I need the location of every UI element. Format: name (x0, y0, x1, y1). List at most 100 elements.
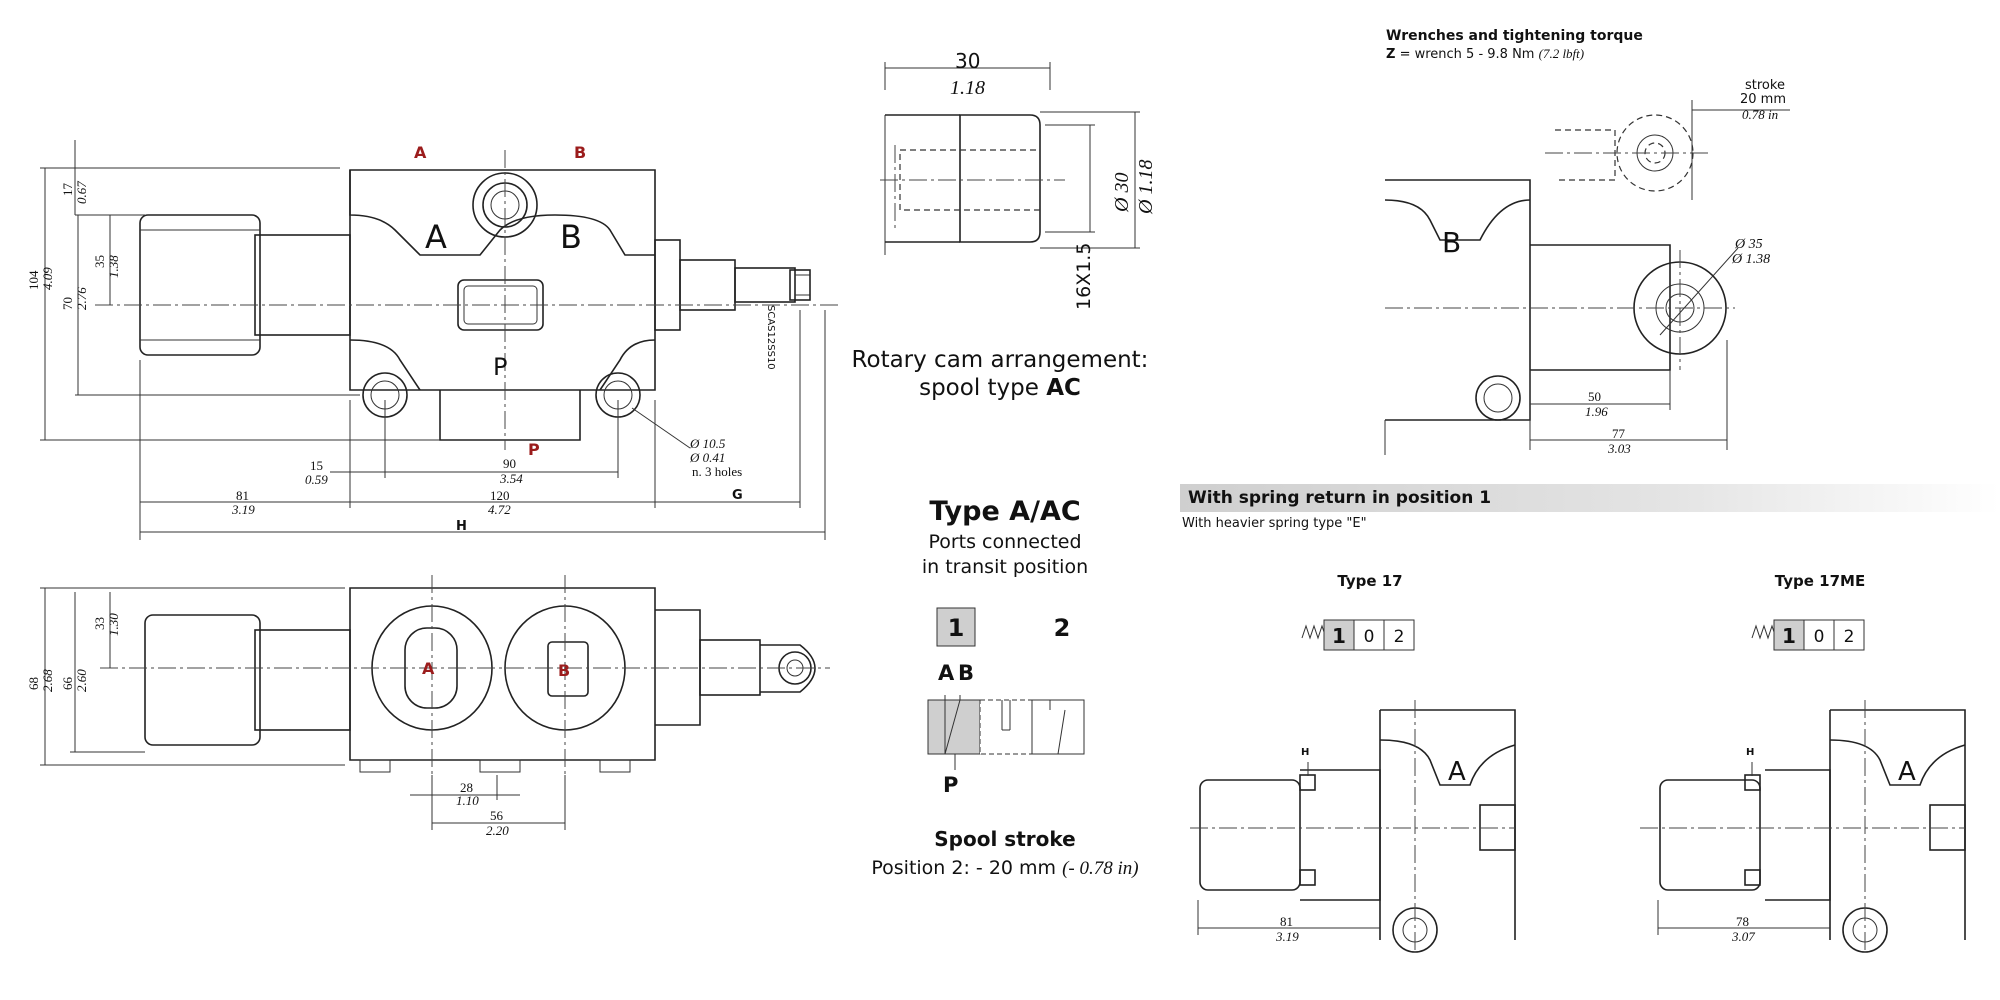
type17me-dim-78: 78 (1736, 914, 1749, 929)
dim-68: 68 (26, 677, 41, 690)
rotary-dia-118: Ø 1.18 (1135, 160, 1157, 215)
port-p-label: P (528, 440, 540, 459)
symbol-port-b: B (958, 661, 974, 685)
dim-28: 28 (460, 780, 473, 795)
rotary-line2-text: spool type (919, 375, 1046, 401)
dim-h: H (456, 519, 467, 534)
valve-side-view (95, 150, 840, 450)
dim-130: 1.30 (106, 613, 121, 636)
port-a-label: A (414, 143, 427, 162)
rotary-dim-118: 1.18 (950, 77, 985, 99)
dim-120: 120 (490, 488, 510, 503)
type17me-h-marker: H (1746, 747, 1754, 758)
dim-067: 0.67 (74, 181, 89, 204)
symbol-port-p: P (943, 773, 958, 797)
dim-33: 33 (92, 617, 107, 630)
top-view-port-a: A (422, 659, 435, 678)
side-view-vertical-dims (40, 140, 440, 441)
type17-h-marker: H (1301, 747, 1309, 758)
wrench-body-port-b: B (1442, 226, 1461, 259)
spool-symbol (927, 695, 1085, 770)
body-port-b: B (560, 218, 582, 256)
type17-port-a: A (1448, 757, 1466, 787)
type17me-port-a: A (1898, 757, 1916, 787)
spool-stroke-title: Spool stroke (934, 827, 1075, 851)
port-b-label: B (574, 143, 586, 162)
spool-stroke-line: Position 2: - 20 mm (- 0.78 in) (871, 857, 1138, 879)
dim-110: 1.10 (456, 793, 479, 808)
type17-drawing (1190, 700, 1516, 953)
stroke-mm: 20 mm (1740, 92, 1786, 107)
dim-56: 56 (490, 808, 504, 823)
spring-return-title: With spring return in position 1 (1188, 488, 1492, 508)
rotary-dim-30: 30 (955, 49, 980, 73)
symbol-port-a: A (938, 661, 955, 685)
type17me-pos1: 1 (1782, 624, 1796, 648)
type17me-drawing (1640, 700, 1966, 953)
dim-472: 4.72 (488, 502, 511, 517)
dim-319: 3.19 (231, 502, 255, 517)
top-view-port-b: B (558, 661, 570, 680)
dim-90: 90 (503, 456, 516, 471)
valve-top-view (100, 575, 830, 775)
stroke-label: stroke (1745, 78, 1785, 93)
dim-15: 15 (310, 458, 323, 473)
wrench-dim-196: 1.96 (1585, 404, 1608, 419)
dim-g: G (732, 488, 743, 503)
type17-symbol (1301, 619, 1415, 651)
type17-dim-81: 81 (1280, 914, 1293, 929)
spring-subtitle: With heavier spring type "E" (1182, 516, 1367, 531)
spool-stroke-in: (- 0.78 in) (1062, 858, 1139, 879)
dim-70: 70 (60, 297, 75, 310)
type17me-pos2: 2 (1844, 627, 1855, 647)
wrench-dim-50: 50 (1588, 389, 1601, 404)
dim-268: 2.68 (40, 669, 55, 692)
rotary-title-line2: spool type AC (919, 375, 1081, 401)
dim-66: 66 (60, 677, 75, 691)
spool-stroke-mm: Position 2: - 20 mm (871, 857, 1062, 879)
body-port-p: P (493, 353, 507, 381)
hole-count: n. 3 holes (692, 464, 742, 479)
hole-dia-mm: Ø 10.5 (689, 436, 726, 451)
wrench-dim-303: 3.03 (1607, 441, 1631, 456)
rotary-thread: 16X1.5 (1073, 243, 1095, 310)
type-ac-desc2: in transit position (922, 556, 1088, 578)
dim-35: 35 (92, 255, 107, 268)
type17-pos1: 1 (1332, 624, 1346, 648)
wrench-torque: = wrench 5 - 9.8 Nm (1395, 47, 1538, 62)
type17-pos0: 0 (1364, 627, 1375, 647)
rotary-dia-30: Ø 30 (1111, 173, 1133, 213)
wrenches-line: Z = wrench 5 - 9.8 Nm (7.2 lbft) (1386, 46, 1584, 62)
body-port-a: A (425, 218, 447, 256)
type17me-title: Type 17ME (1775, 572, 1865, 590)
wrench-dim-77: 77 (1612, 426, 1626, 441)
wrench-lbft: (7.2 lbft) (1539, 46, 1585, 61)
position-1-label: 1 (948, 614, 965, 642)
side-view-horizontal-dims (139, 310, 826, 540)
dim-409: 4.09 (40, 267, 55, 290)
dim-354: 3.54 (499, 471, 523, 486)
rotary-spool-code: AC (1046, 375, 1081, 401)
hole-dia-in: Ø 0.41 (689, 450, 725, 465)
rotary-cam-drawing (880, 62, 1140, 255)
wrench-dia-35: Ø 35 (1734, 237, 1763, 252)
dim-17: 17 (60, 183, 75, 197)
wrench-side-drawing (1384, 100, 1790, 455)
spring-return-banner: With spring return in position 1 (1180, 484, 2000, 512)
dim-220: 2.20 (486, 823, 509, 838)
type17-pos2: 2 (1394, 627, 1405, 647)
dim-138: 1.38 (106, 255, 121, 278)
part-code: SCAS12SS10 (765, 305, 776, 370)
top-view-dims (40, 587, 566, 830)
stroke-in: 0.78 in (1742, 107, 1778, 122)
position-1-box (936, 607, 976, 647)
type17me-dim-307: 3.07 (1731, 929, 1755, 944)
type17-title: Type 17 (1337, 572, 1402, 590)
position-2-label: 2 (1054, 614, 1071, 642)
wrenches-title: Wrenches and tightening torque (1386, 28, 1643, 44)
type-ac-title: Type A/AC (929, 496, 1080, 527)
dim-81: 81 (236, 488, 249, 503)
dim-276: 2.76 (74, 287, 89, 310)
dim-260: 2.60 (74, 669, 89, 692)
